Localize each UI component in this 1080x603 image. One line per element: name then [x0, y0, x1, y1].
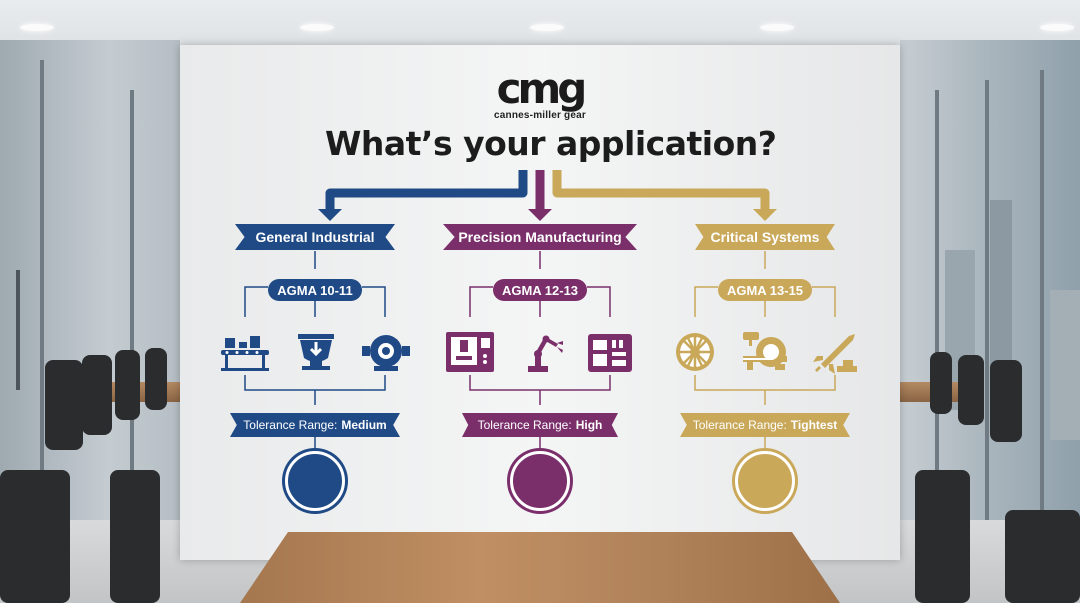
- agma-badge-critical: AGMA 13-15: [718, 279, 812, 301]
- turbine-icon: [676, 333, 714, 371]
- window-mullion: [130, 90, 134, 510]
- office-chair: [958, 355, 984, 425]
- office-chair: [930, 352, 952, 414]
- general-connectors: [244, 251, 386, 405]
- reliability-value: 99.99%+: [743, 478, 787, 491]
- arrow-head-critical: [753, 209, 777, 221]
- reliability-label: Reliability:: [746, 469, 784, 479]
- door-handle: [16, 270, 20, 390]
- ceiling-light: [20, 24, 54, 31]
- office-chair: [0, 470, 70, 603]
- tolerance-critical: Tolerance Range:Tightest: [680, 413, 850, 437]
- assembly-line-icon: [588, 334, 632, 372]
- office-chair: [82, 355, 112, 435]
- city-building: [1050, 290, 1080, 440]
- arrow-to-critical: [552, 170, 770, 213]
- office-chair: [990, 360, 1022, 442]
- window-mullion: [935, 90, 939, 520]
- tolerance-value: Medium: [341, 418, 387, 432]
- tolerance-general: Tolerance Range:Medium: [230, 413, 400, 437]
- reliability-value: 99%+: [525, 478, 555, 491]
- reliability-precision: Reliability: 99%+: [510, 451, 570, 511]
- arrow-to-general: [325, 170, 528, 213]
- cnc-machine-icon: [446, 332, 494, 372]
- reliability-general: Reliability: 95%+: [285, 451, 345, 511]
- window-mullion: [1040, 70, 1044, 520]
- company-logo: cmg cannes-miller gear: [490, 64, 590, 122]
- office-chair: [915, 470, 970, 603]
- reliability-label: Reliability:: [521, 469, 559, 479]
- tolerance-label: Tolerance Range:: [692, 418, 787, 432]
- tolerance-value: High: [575, 418, 603, 432]
- window-mullion: [985, 80, 989, 520]
- critical-connectors: [694, 251, 836, 405]
- robot-arm-icon: [528, 335, 563, 372]
- office-chair: [45, 360, 83, 450]
- pump-icon: [362, 335, 410, 371]
- window-mullion: [40, 60, 44, 520]
- tolerance-label: Tolerance Range:: [243, 418, 338, 432]
- office-chair: [1005, 510, 1080, 603]
- office-chair: [110, 470, 160, 603]
- flow-connectors: [244, 170, 836, 448]
- tolerance-value: Tightest: [790, 418, 838, 432]
- column-title-general-industrial: General Industrial: [235, 224, 395, 250]
- column-title-precision-manufacturing: Precision Manufacturing: [443, 224, 637, 250]
- city-building: [990, 200, 1012, 410]
- mixer-icon: [298, 334, 334, 370]
- reliability-label: Reliability:: [296, 469, 334, 479]
- conveyor-icon: [221, 336, 269, 371]
- column-title-critical-systems: Critical Systems: [695, 224, 835, 250]
- tolerance-precision: Tolerance Range:High: [462, 413, 618, 437]
- agma-badge-precision: AGMA 12-13: [493, 279, 587, 301]
- ceiling-light: [1040, 24, 1074, 31]
- ceiling-light: [300, 24, 334, 31]
- ceiling-light: [530, 24, 564, 31]
- mri-scanner-icon: [743, 332, 787, 370]
- arrow-head-general: [318, 209, 342, 221]
- reliability-value: 95%+: [300, 478, 330, 491]
- precision-connectors: [469, 251, 611, 405]
- tolerance-label: Tolerance Range:: [477, 418, 572, 432]
- ceiling-light: [760, 24, 794, 31]
- conference-table: [240, 532, 840, 603]
- office-chair: [145, 348, 167, 410]
- arrow-head-precision: [528, 209, 552, 221]
- office-chair: [115, 350, 140, 420]
- logo-mark: cmg: [496, 64, 588, 113]
- reliability-critical: Reliability: 99.99%+: [735, 451, 795, 511]
- logo-subtitle: cannes-miller gear: [494, 110, 586, 121]
- agma-badge-general: AGMA 10-11: [268, 279, 362, 301]
- page-title: What’s your application?: [325, 124, 777, 163]
- missile-icon: [813, 334, 857, 374]
